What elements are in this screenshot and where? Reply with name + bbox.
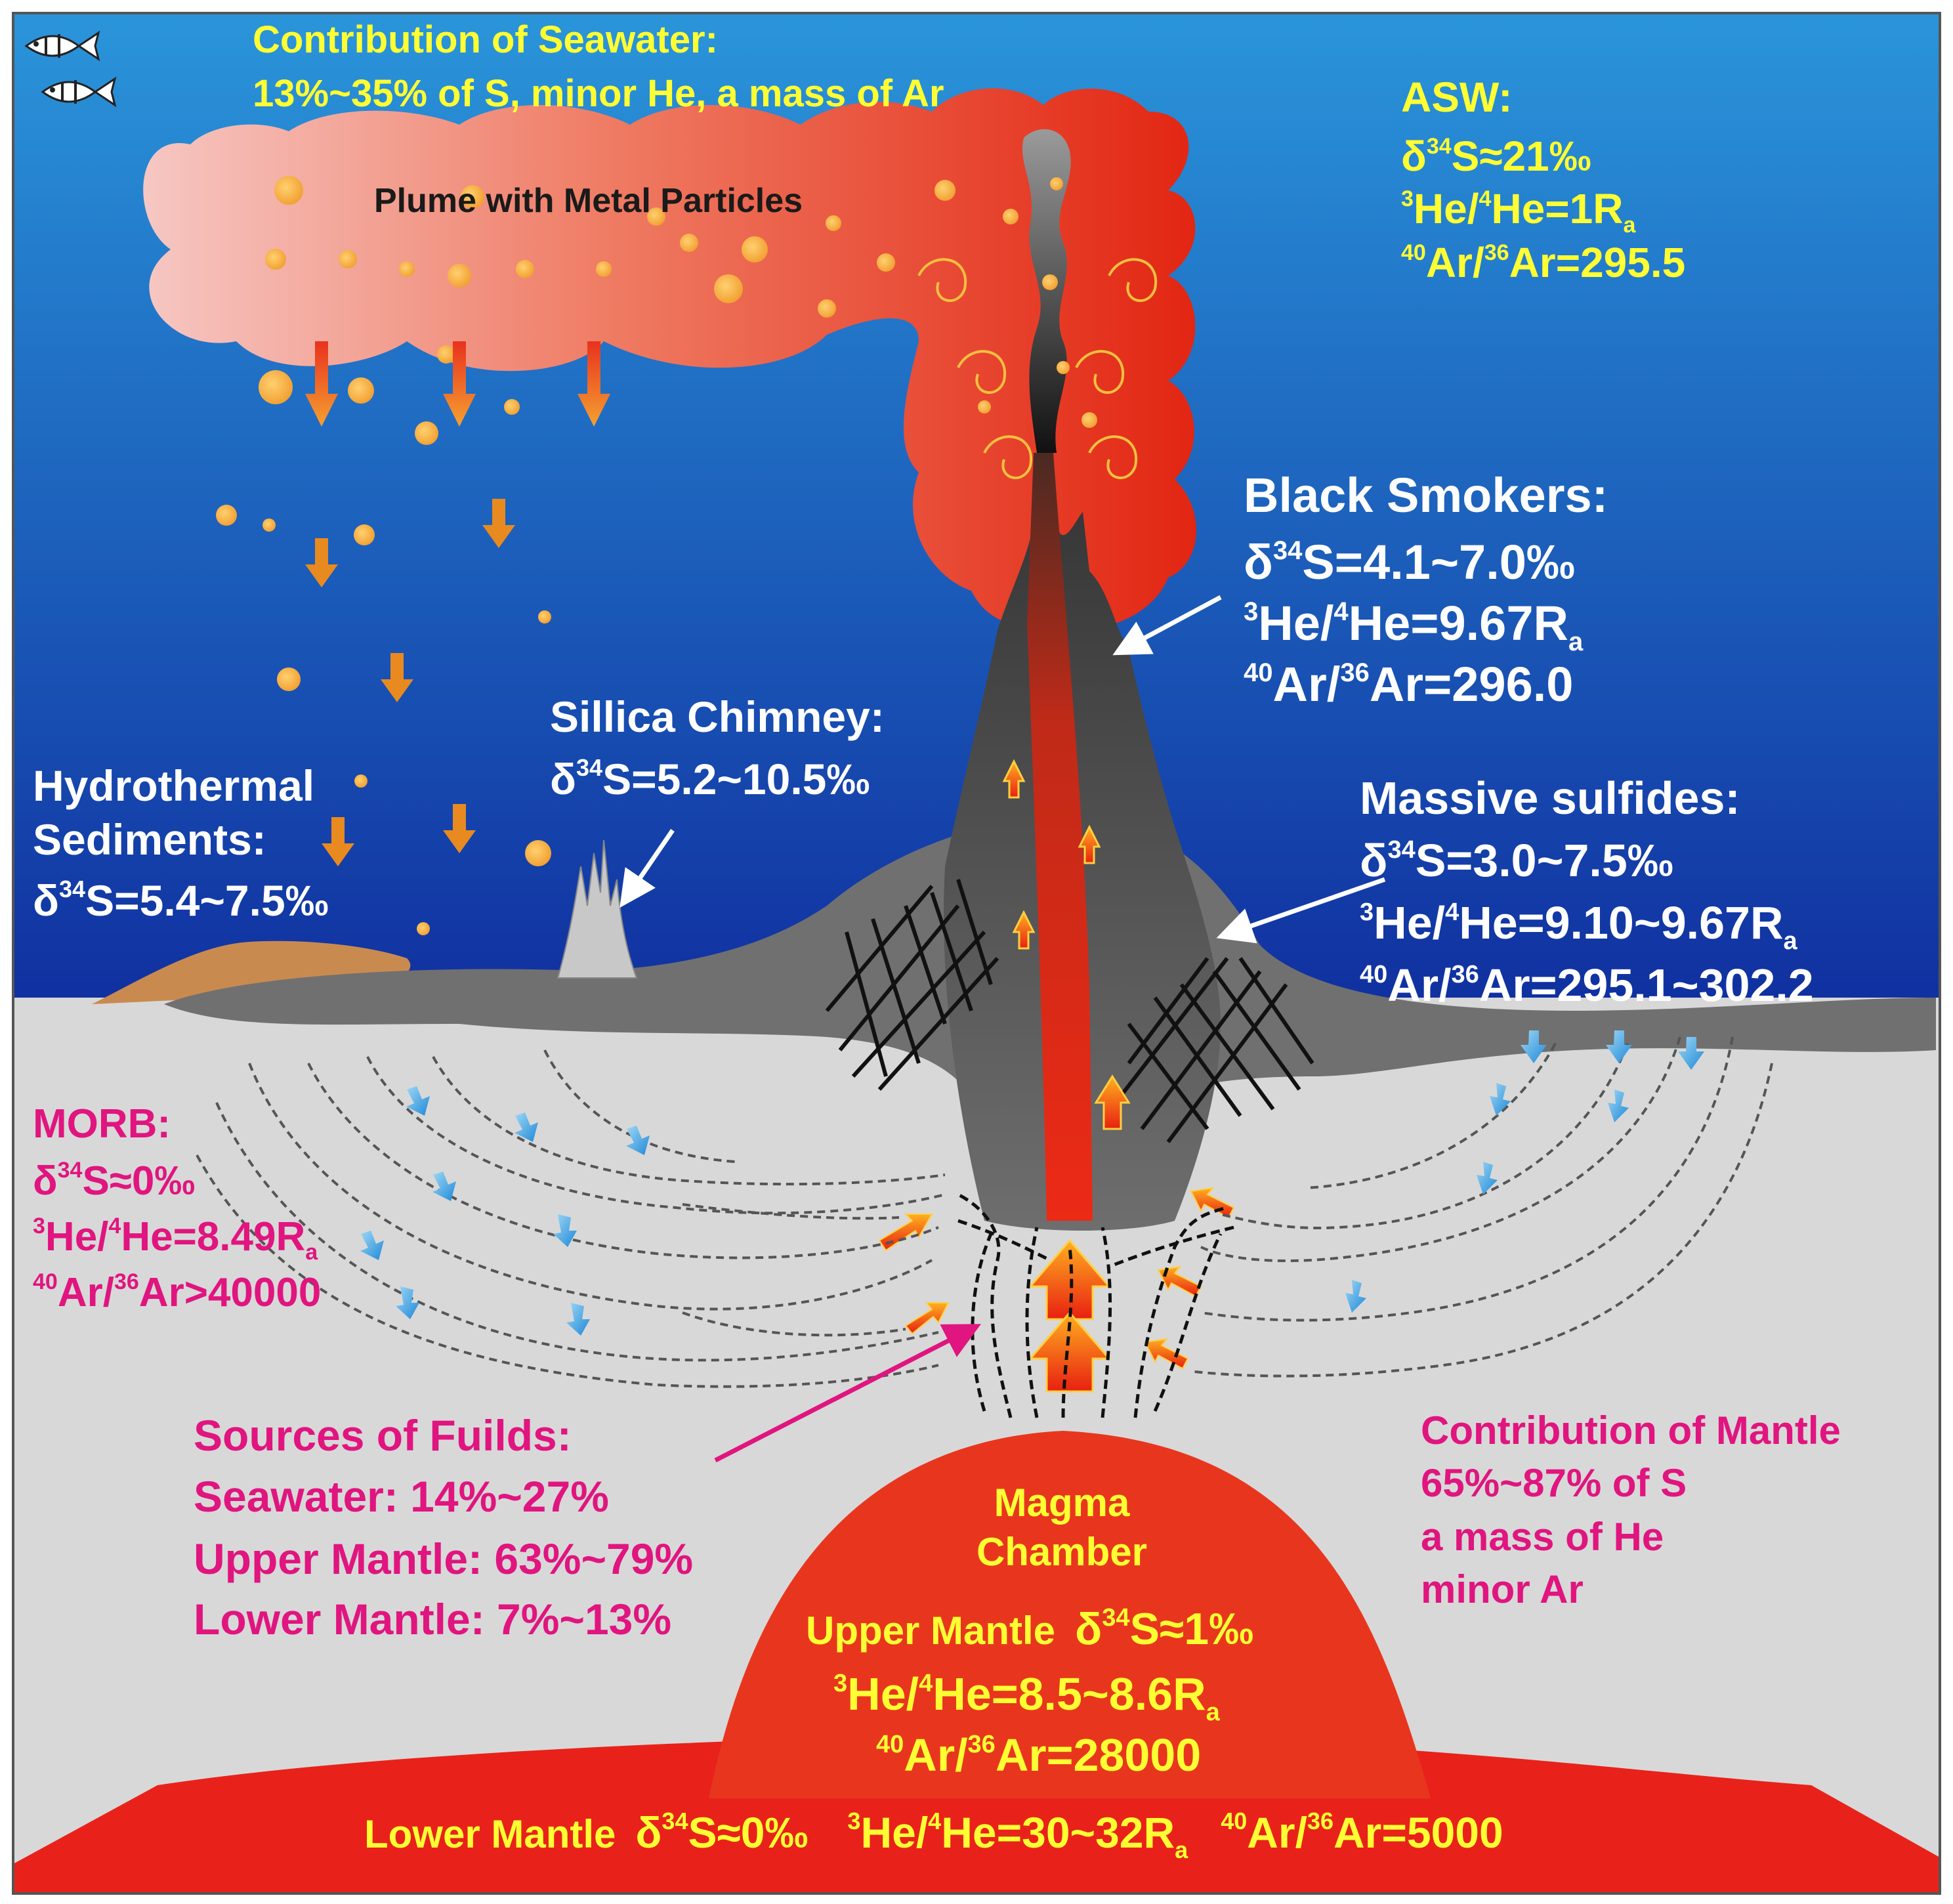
fluid-sources-pointer bbox=[714, 1324, 981, 1463]
diagram-frame bbox=[12, 12, 1941, 1895]
silica-chimney-label-group: Sillica Chimney: δ34S=5.2~10.5‰ bbox=[550, 692, 885, 803]
mantle-contribution-line-3: a mass of He bbox=[1421, 1515, 1664, 1559]
morb-helium: 3He/4He=8.49Ra bbox=[33, 1214, 318, 1265]
black-smokers-helium: 3He/4He=9.67Ra bbox=[1244, 596, 1584, 656]
hydrothermal-sediments-title-2: Sediments: bbox=[33, 815, 266, 864]
asw-helium: 3He/4He=1Ra bbox=[1401, 185, 1636, 238]
sediment-fall-arrows bbox=[305, 499, 515, 866]
asw-title: ASW: bbox=[1401, 74, 1512, 121]
plume-swirls bbox=[917, 258, 1158, 479]
plume-cloud bbox=[143, 88, 1196, 631]
mantle-contribution-line-2: 65%~87% of S bbox=[1421, 1461, 1687, 1505]
magma-conduit bbox=[1027, 453, 1093, 1221]
morb-argon: 40Ar/36Ar>40000 bbox=[33, 1269, 321, 1315]
stockwork-veins bbox=[825, 879, 1314, 1143]
morb-label-group: MORB: δ34S≈0‰ 3He/4He=8.49Ra 40Ar/36Ar>4… bbox=[33, 1101, 321, 1315]
silica-chimney-title: Sillica Chimney: bbox=[550, 692, 885, 741]
asw-sulfur: δ34S≈21‰ bbox=[1401, 133, 1591, 180]
fluid-sources-label-group: Sources of Fuilds: Seawater: 14%~27% Upp… bbox=[194, 1411, 693, 1643]
black-smokers-label-group: Black Smokers: δ34S=4.1~7.0‰ 3He/4He=9.6… bbox=[1244, 468, 1608, 711]
massive-sulfides-title: Massive sulfides: bbox=[1360, 772, 1740, 824]
silica-chimney-pointer bbox=[620, 829, 675, 908]
silica-chimney bbox=[556, 839, 638, 979]
black-smokers-argon: 40Ar/36Ar=296.0 bbox=[1244, 657, 1573, 711]
seawater-recharge-arrows bbox=[360, 1030, 1704, 1336]
massive-sulfides-sulfur: δ34S=3.0~7.5‰ bbox=[1360, 835, 1673, 886]
massive-sulfides-label-group: Massive sulfides: δ34S=3.0~7.5‰ 3He/4He=… bbox=[1360, 772, 1814, 1011]
fluid-sources-seawater: Seawater: 14%~27% bbox=[194, 1472, 609, 1521]
mantle-contribution-label-group: Contribution of Mantle 65%~87% of S a ma… bbox=[1421, 1408, 1841, 1611]
asw-argon: 40Ar/36Ar=295.5 bbox=[1401, 239, 1685, 286]
hydrothermal-sediments-title-1: Hydrothermal bbox=[33, 761, 314, 810]
black-smokers-sulfur: δ34S=4.1~7.0‰ bbox=[1244, 535, 1575, 589]
mantle-contribution-line-1: Contribution of Mantle bbox=[1421, 1408, 1841, 1452]
particle-fall-arrows bbox=[305, 341, 610, 427]
plume-label: Plume with Metal Particles bbox=[374, 182, 803, 220]
massive-sulfides-pointer bbox=[1216, 877, 1386, 944]
upper-mantle-argon: 40Ar/36Ar=28000 bbox=[876, 1729, 1201, 1781]
seawater-contribution-body: 13%~35% of S, minor He, a mass of Ar bbox=[253, 72, 944, 115]
upflow-arrows bbox=[1002, 759, 1131, 1393]
magma-chamber-title-2: Chamber bbox=[976, 1530, 1147, 1574]
lower-mantle bbox=[13, 1739, 1940, 1893]
massive-sulfides-helium: 3He/4He=9.10~9.67Ra bbox=[1360, 897, 1798, 955]
fluid-flowpaths bbox=[196, 1036, 1773, 1388]
fluid-sources-upper-mantle: Upper Mantle: 63%~79% bbox=[194, 1534, 693, 1583]
metal-particles bbox=[216, 176, 1097, 935]
black-smokers-pointer bbox=[1112, 595, 1222, 656]
hydrothermal-sediments-sulfur: δ34S=5.4~7.5‰ bbox=[33, 876, 329, 925]
hydrothermal-sediments-label-group: Hydrothermal Sediments: δ34S=5.4~7.5‰ bbox=[33, 761, 329, 925]
fish-icon bbox=[24, 30, 100, 62]
silica-chimney-sulfur: δ34S=5.2~10.5‰ bbox=[550, 754, 870, 803]
upper-mantle-helium: 3He/4He=8.5~8.6Ra bbox=[833, 1668, 1221, 1726]
magma-chamber-title-1: Magma bbox=[994, 1481, 1130, 1525]
morb-title: MORB: bbox=[33, 1101, 171, 1147]
seawater-contribution-title: Contribution of Seawater: bbox=[253, 18, 718, 61]
magma-chamber bbox=[709, 1431, 1431, 1798]
fish-icon bbox=[41, 76, 117, 108]
mantle-contribution-line-4: minor Ar bbox=[1421, 1567, 1584, 1611]
morb-sulfur: δ34S≈0‰ bbox=[33, 1158, 195, 1204]
fluid-sources-lower-mantle: Lower Mantle: 7%~13% bbox=[194, 1595, 671, 1643]
fault-network bbox=[957, 1193, 1234, 1418]
fluid-sources-title: Sources of Fuilds: bbox=[194, 1411, 572, 1460]
black-smokers-title: Black Smokers: bbox=[1244, 468, 1608, 522]
asw-label-group: ASW: δ34S≈21‰ 3He/4He=1Ra 40Ar/36Ar=295.… bbox=[1401, 74, 1685, 286]
massive-sulfides-argon: 40Ar/36Ar=295.1~302.2 bbox=[1360, 960, 1814, 1011]
